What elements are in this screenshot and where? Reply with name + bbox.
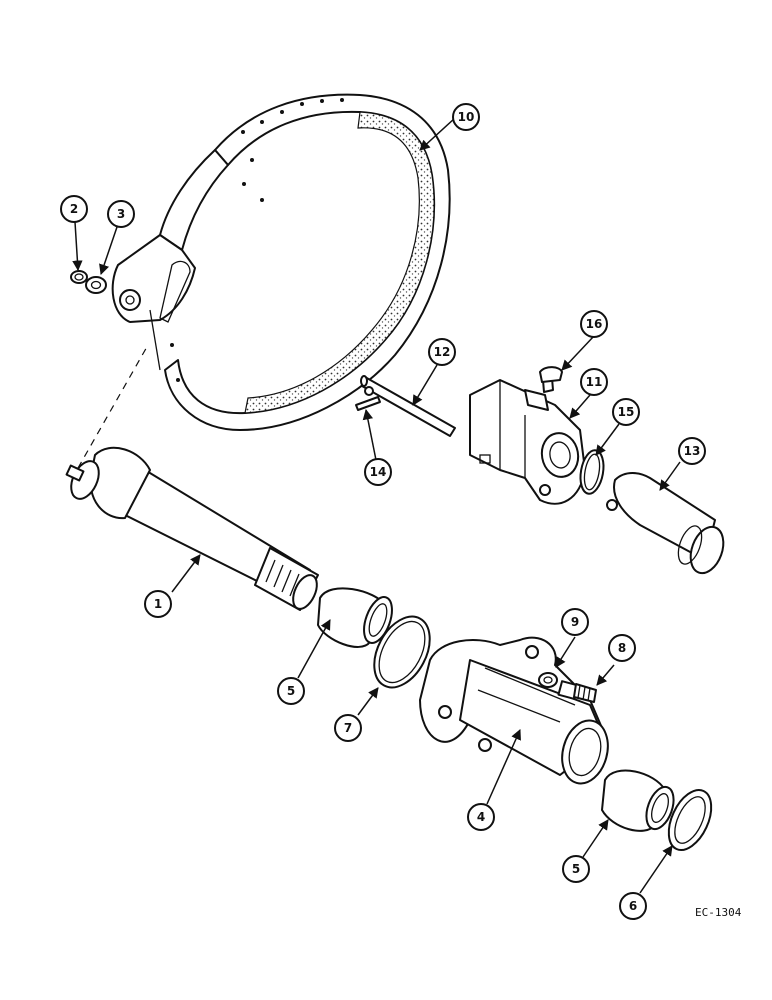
callout-4-label: 4 bbox=[477, 810, 485, 824]
snap-ring-part bbox=[70, 270, 88, 284]
callout-4: 4 bbox=[467, 803, 495, 831]
leader-lines bbox=[72, 117, 681, 894]
callout-15-label: 15 bbox=[618, 405, 635, 419]
callout-13-label: 13 bbox=[684, 444, 701, 458]
callout-10: 10 bbox=[452, 103, 480, 131]
bushing-lower-part bbox=[601, 769, 675, 832]
callout-8: 8 bbox=[608, 634, 636, 662]
callout-2: 2 bbox=[60, 195, 88, 223]
callout-7-label: 7 bbox=[344, 721, 352, 735]
brake-band-part bbox=[111, 93, 451, 431]
callout-16-label: 16 bbox=[586, 317, 603, 331]
o-ring-part bbox=[373, 615, 431, 689]
alignment-dashed-line bbox=[77, 344, 149, 469]
callout-9: 9 bbox=[561, 608, 589, 636]
callout-5-lower-label: 5 bbox=[572, 862, 580, 876]
callout-14: 14 bbox=[364, 458, 392, 486]
callout-15: 15 bbox=[612, 398, 640, 426]
callout-2-label: 2 bbox=[70, 202, 78, 216]
small-bolt-part bbox=[539, 366, 563, 393]
callout-16: 16 bbox=[580, 310, 608, 338]
callout-8-label: 8 bbox=[618, 641, 626, 655]
washer-small-part bbox=[538, 672, 558, 688]
bushing-upper-part bbox=[317, 587, 393, 648]
plunger-part bbox=[606, 472, 725, 575]
bracket-part bbox=[469, 379, 586, 505]
bolt-part bbox=[557, 680, 597, 703]
callout-1: 1 bbox=[144, 590, 172, 618]
callout-14-label: 14 bbox=[370, 465, 387, 479]
callout-1-label: 1 bbox=[154, 597, 162, 611]
pin-part bbox=[360, 375, 456, 437]
washer-part bbox=[85, 276, 107, 294]
callout-12-label: 12 bbox=[434, 345, 451, 359]
callout-9-label: 9 bbox=[571, 615, 579, 629]
callout-5-upper-label: 5 bbox=[287, 684, 295, 698]
callout-5-upper: 5 bbox=[277, 677, 305, 705]
callout-10-label: 10 bbox=[458, 110, 475, 124]
callout-5-lower: 5 bbox=[562, 855, 590, 883]
callout-11: 11 bbox=[580, 368, 608, 396]
callout-3-label: 3 bbox=[117, 207, 125, 221]
callout-6: 6 bbox=[619, 892, 647, 920]
housing-part bbox=[419, 636, 609, 785]
roll-pin-part bbox=[355, 396, 381, 411]
callout-11-label: 11 bbox=[586, 375, 603, 389]
seal-part bbox=[667, 789, 713, 851]
callout-3: 3 bbox=[107, 200, 135, 228]
callout-7: 7 bbox=[334, 714, 362, 742]
figure-reference-code: EC-1304 bbox=[695, 906, 742, 919]
shaft-part bbox=[65, 446, 319, 611]
callout-6-label: 6 bbox=[629, 899, 637, 913]
callout-12: 12 bbox=[428, 338, 456, 366]
callout-13: 13 bbox=[678, 437, 706, 465]
